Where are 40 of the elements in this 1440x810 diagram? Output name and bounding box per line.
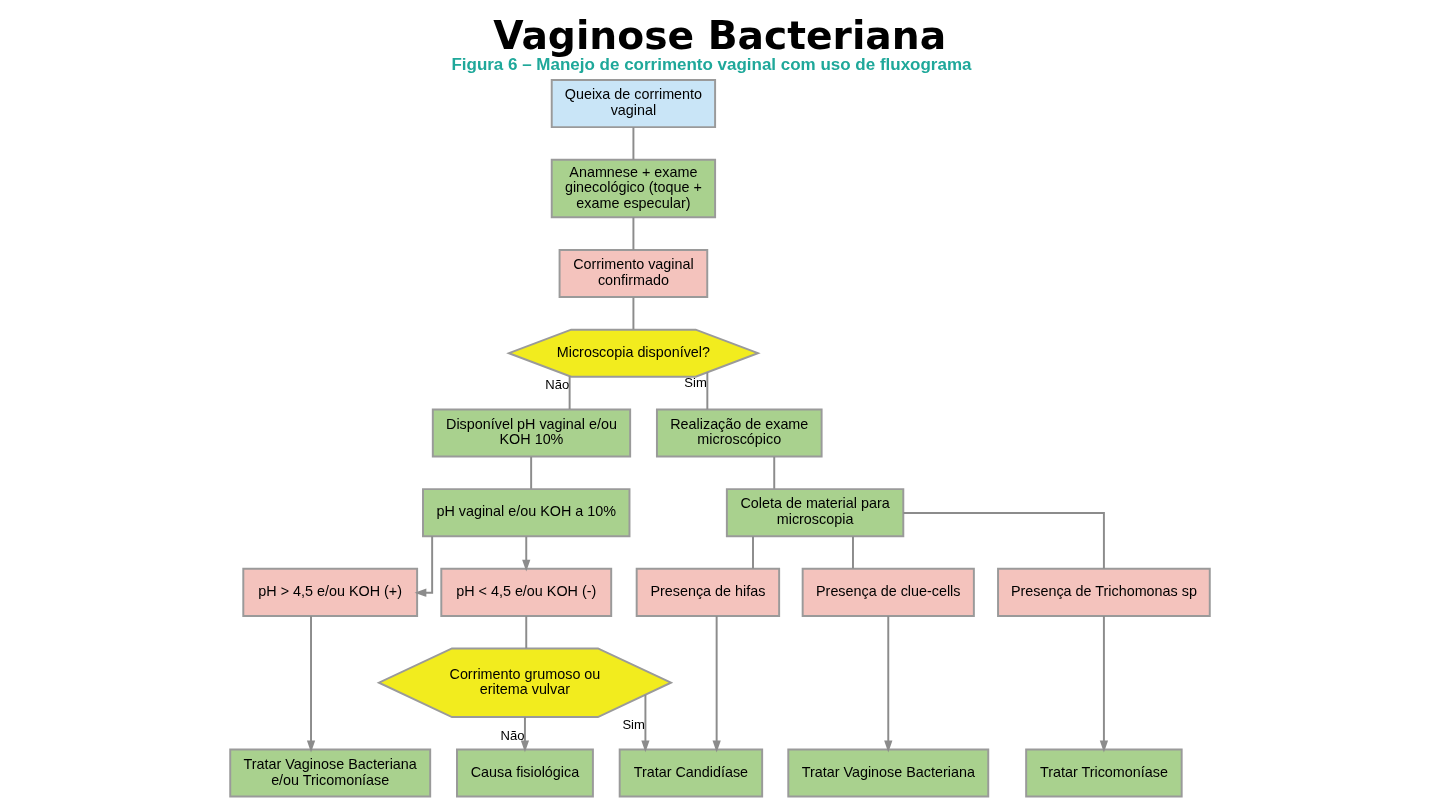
arrow	[306, 615, 316, 753]
node-box: Tratar Tricomoníase	[1025, 748, 1183, 798]
connector	[773, 455, 776, 490]
node-box: Presença de clue-cells	[801, 567, 975, 617]
node-box: pH < 4,5 e/ou KOH (-)	[440, 567, 613, 617]
node-box: pH > 4,5 e/ou KOH (+)	[242, 567, 419, 617]
arrow	[522, 535, 531, 572]
arrow	[884, 615, 893, 753]
connector	[632, 126, 635, 161]
node-box: Queixa de corrimento vaginal	[550, 79, 717, 129]
node-box: Disponível pH vaginal e/ou KOH 10%	[431, 408, 632, 458]
connector	[706, 371, 709, 411]
edge-label: Sim	[622, 716, 645, 732]
connector	[632, 296, 635, 331]
node-box: Presença de Trichomonas sp	[997, 567, 1211, 617]
node-box: pH vaginal e/ou KOH a 10%	[422, 488, 631, 538]
connector	[525, 615, 528, 650]
node-box: Tratar Vaginose Bacteriana e/ou Tricomoníase	[229, 748, 432, 798]
connector	[752, 535, 754, 570]
node-box: Presença de hifas	[635, 567, 781, 617]
diagram-title: Vaginose Bacteriana	[493, 12, 947, 58]
connector	[852, 535, 854, 570]
connector	[632, 216, 635, 251]
arrow	[520, 715, 530, 753]
node-box: Realização de exame microscópico	[655, 408, 823, 458]
node-box: Causa fisiológica	[456, 748, 594, 798]
arrow	[712, 615, 721, 753]
connector	[530, 455, 533, 490]
node-box: Corrimento vaginal confirmado	[558, 249, 709, 298]
connector	[902, 512, 1105, 570]
edge-label: Não	[500, 727, 525, 743]
arrow	[1099, 615, 1109, 753]
node-box: Anamnese + exame ginecológico (toque + exame especular)	[550, 158, 717, 219]
connector	[568, 375, 571, 411]
node-box: Tratar Candidíase	[618, 748, 764, 798]
arrow	[641, 693, 650, 753]
node-box: Tratar Vaginose Bacteriana	[787, 748, 990, 798]
arrow	[414, 535, 434, 597]
edge-label: Não	[545, 376, 570, 392]
node-box: Coleta de material para microscopia	[725, 488, 905, 538]
